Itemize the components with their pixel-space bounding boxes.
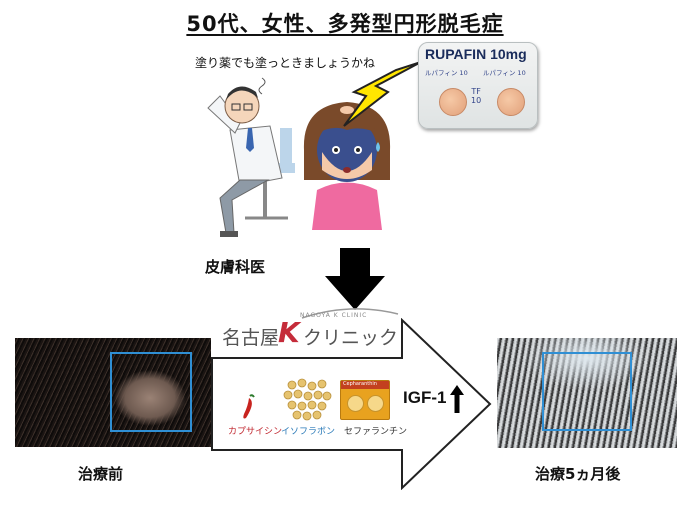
up-arrow-icon bbox=[450, 385, 464, 413]
down-arrow-icon bbox=[325, 248, 385, 310]
focus-box-before bbox=[110, 352, 192, 432]
isoflavone-label: イソフラボン bbox=[281, 427, 336, 437]
clinic-logo-sub: NAGOYA K CLINIC bbox=[300, 312, 368, 319]
pack-brand: RUPAFIN 10mg bbox=[425, 46, 527, 62]
doctor-illustration bbox=[207, 77, 295, 237]
chair-back bbox=[280, 128, 292, 173]
cepharanthine-pack: Cepharanthin bbox=[340, 380, 390, 420]
clinic-logo-swoosh bbox=[301, 308, 399, 319]
caption-after: 治療5ヵ月後 bbox=[535, 465, 621, 483]
scalp-photo-before bbox=[15, 338, 211, 447]
tablet-right bbox=[497, 88, 525, 116]
clinic-name-left: 名古屋 bbox=[222, 327, 280, 349]
clinic-name-right: クリニック bbox=[303, 327, 399, 349]
chili-pepper-icon bbox=[243, 394, 255, 419]
patient-illustration bbox=[303, 102, 391, 230]
soybean-icon bbox=[283, 378, 332, 421]
igf-label: IGF-1 bbox=[403, 388, 447, 407]
ceph-pack-text: Cepharanthin bbox=[343, 381, 377, 387]
pack-tf-label: TF bbox=[471, 87, 481, 96]
pack-small-left: ルパフィン 10 bbox=[425, 69, 468, 77]
pack-tf: TF 10 bbox=[471, 87, 481, 105]
capsaicin-label: カプサイシン bbox=[228, 427, 283, 437]
rupafin-tablet-pack: RUPAFIN 10mg ルパフィン 10 ルパフィン 10 TF 10 bbox=[418, 42, 538, 129]
pack-small-right: ルパフィン 10 bbox=[483, 69, 526, 77]
clinic-logo-letter: K bbox=[278, 316, 300, 349]
clinic-logo: 名古屋 クリニック bbox=[222, 323, 398, 350]
cepharanthine-label: セファランチン bbox=[344, 427, 408, 437]
lightning-bolt-icon bbox=[343, 61, 422, 127]
pack-tf-number: 10 bbox=[471, 96, 482, 105]
caption-before: 治療前 bbox=[78, 465, 124, 483]
focus-box-after bbox=[542, 352, 632, 431]
page-title: 50代、女性、多発型円形脱毛症 bbox=[186, 12, 504, 36]
tablet-left bbox=[439, 88, 467, 116]
doctor-caption: 皮膚科医 bbox=[205, 258, 266, 276]
doctor-speech: 塗り薬でも塗っときましょうかね bbox=[195, 56, 376, 70]
